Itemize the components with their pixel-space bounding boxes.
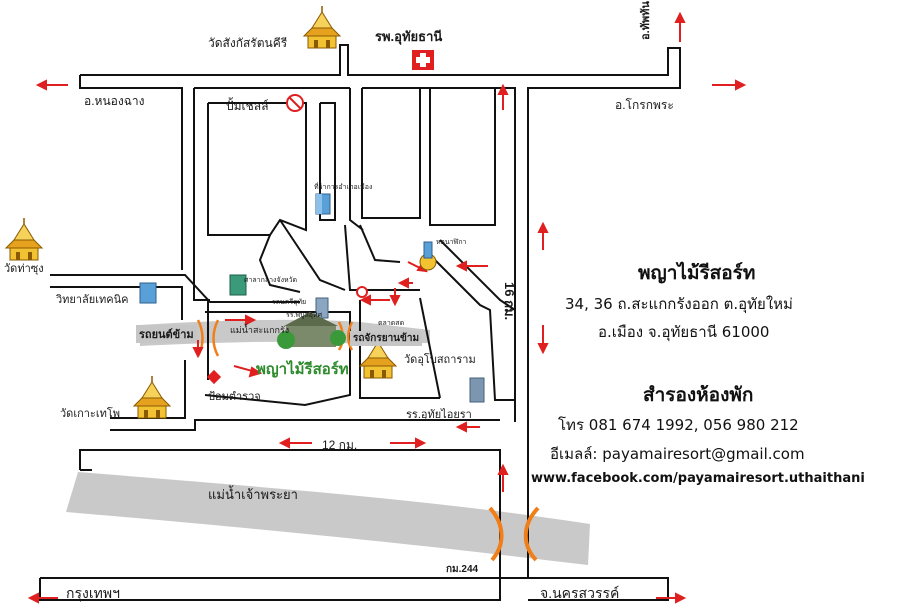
resort-icon (277, 312, 346, 349)
hospital-icon (412, 50, 434, 70)
temple-thasung-label: วัดท่าซุง (4, 263, 44, 275)
temple-thasung-icon (5, 217, 43, 261)
school-uthai-aiyara-icon (469, 377, 485, 403)
motorbike-crossing-label: รถจักรยานข้าม (350, 331, 423, 346)
km244-label: กม.244 (446, 564, 479, 575)
km12-label: 12 กม. (322, 438, 358, 452)
temple-sangkat-icon (303, 5, 341, 49)
bangkok-label: กรุงเทพฯ (66, 585, 120, 601)
email-address: อีเมลล์: payamairesort@gmail.com (550, 445, 805, 463)
market-pin-icon (356, 286, 368, 298)
booking-heading: สำรองห้องพัก (643, 384, 754, 406)
tech-college-icon (139, 282, 157, 304)
resort-title: พญาไม้รีสอร์ท (638, 262, 756, 284)
phone-numbers: โทร 081 674 1992, 056 980 212 (558, 416, 799, 434)
clock-tower-icon (419, 241, 437, 271)
car-crossing-label: รถยนต์ข้าม (136, 325, 197, 343)
temple-kokthepo-label: วัดเกาะเทโพ (60, 408, 120, 420)
direction-arrows (27, 11, 747, 604)
gas-station-icon (286, 94, 304, 112)
police-box-label: ป้อมตำรวจ (208, 391, 261, 403)
highway-bridge-marker (488, 506, 540, 562)
hospital-label: รพ.อุทัยธานี (375, 29, 443, 44)
chaophraya-river-label: แม่น้ำเจ้าพระยา (208, 487, 298, 502)
chaophraya-river (66, 472, 590, 565)
city-hall-icon (229, 274, 247, 296)
police-box-icon (206, 369, 222, 385)
district-office-icon (315, 193, 331, 215)
km16-label: 16 กม. (502, 282, 517, 321)
temple-sangkat-label: วัดสังกัสรัตนคีรี (208, 36, 288, 50)
address-line-2: อ.เมือง จ.อุทัยธานี 61000 (598, 323, 770, 341)
thapthan-label: อ.ทัพทัน (640, 1, 652, 40)
district-office-label: ที่ว่าการอำเภอเมือง (314, 184, 373, 191)
nongchang-label: อ.หนองฉาง (84, 94, 145, 108)
facebook-url: www.facebook.com/payamairesort.uthaithan… (531, 471, 865, 486)
central-market-label: ศาลากลางจังหวัด (244, 277, 298, 284)
tech-college-label: วิทยาลัยเทคนิค (56, 294, 129, 306)
temple-kokthepo-icon (133, 375, 171, 419)
clock-tower-label: หอนาฬิกา (436, 239, 467, 246)
sakae-krang-river-label: แม่น้ำสะแกกรัง (230, 325, 290, 335)
school-uthai-aiyara-label: รร.อุทัยไอยรา (406, 409, 472, 421)
market-label: ตลาดสด (378, 320, 405, 327)
shell-station-label: ปั้มเชลล์ (226, 99, 269, 113)
temple-ubon-label: วัดอุโบสถาราม (404, 354, 476, 366)
school-sri-uthai-label: รถนครีอุทัย (272, 299, 307, 306)
address-line-1: 34, 36 ถ.สะแกกรังออก ต.อุทัยใหม่ (565, 295, 793, 313)
resort-map-label: พญาไม้รีสอร์ท (256, 360, 349, 378)
school-phibun-label: รร.พิบูลอุทิศ (286, 312, 323, 319)
nakhonsawan-label: จ.นครสวรรค์ (540, 585, 620, 601)
krokphra-label: อ.โกรกพระ (615, 98, 674, 112)
